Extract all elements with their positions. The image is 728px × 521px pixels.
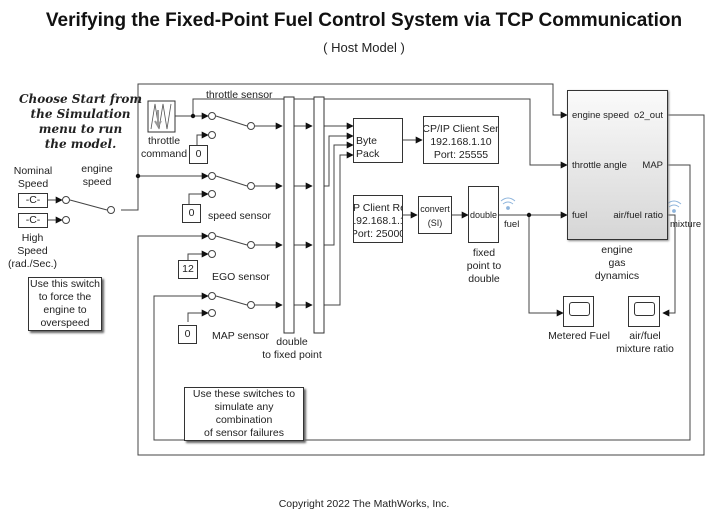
speed-sensor-switch[interactable] [206, 170, 256, 200]
map-port: MAP [642, 160, 663, 171]
map-sensor-switch[interactable] [206, 290, 256, 320]
ego-sensor-constant[interactable]: 12 [178, 260, 198, 279]
metered-fuel-label: Metered Fuel [548, 330, 610, 342]
tcp-client-send-block[interactable]: TCP/IP Client Send 192.168.1.10 Port: 25… [423, 116, 499, 164]
fuel-logging-icon [500, 197, 516, 210]
engine-speed-switch[interactable] [60, 195, 116, 217]
double-to-fixed-bar-1 [283, 96, 295, 334]
diagram-subtitle: ( Host Model ) [323, 40, 405, 55]
throttle-sensor-switch[interactable] [206, 110, 256, 140]
scope-screen-icon [569, 302, 590, 316]
fixed-point-to-double-block[interactable]: double [468, 186, 499, 243]
throttle-command-signal-builder[interactable] [148, 101, 175, 132]
mixture-ratio-scope[interactable] [628, 296, 660, 327]
throttle-command-block [147, 100, 176, 133]
double-to-fixed-bar-2 [313, 96, 325, 334]
convert-block[interactable]: convert (SI) [418, 196, 452, 234]
diagram-title: Verifying the Fixed-Point Fuel Control S… [45, 10, 683, 31]
fuel-signal-label: fuel [504, 219, 520, 230]
metered-fuel-scope[interactable] [563, 296, 594, 327]
engine-speed-port: engine speed [572, 110, 630, 121]
mixture-logging-icon [666, 200, 682, 213]
ego-sensor-label: EGO sensor [212, 271, 270, 283]
run-instructions: Choose Start from the Simulation menu to… [18, 92, 143, 151]
o2-feedback-wire [137, 114, 705, 456]
byte-pack-block[interactable]: Byte Pack [353, 118, 403, 163]
o2-out-port: o2_out [633, 110, 663, 121]
air-fuel-ratio-port: air/fuel ratio [613, 210, 663, 221]
scope-screen-icon [634, 302, 655, 316]
throttle-angle-port: throttle angle [572, 160, 627, 171]
engine-speed-wire [121, 83, 568, 211]
throttle-sensor-constant[interactable]: 0 [189, 145, 208, 164]
ego-sensor-switch[interactable] [206, 230, 256, 260]
speed-sensor-label: speed sensor [208, 210, 272, 222]
high-speed-constant[interactable]: -C- [18, 213, 48, 228]
nominal-speed-constant[interactable]: -C- [18, 193, 48, 208]
map-sensor-label: MAP sensor [212, 330, 269, 342]
throttle-sensor-label: throttle sensor [206, 89, 273, 101]
map-sensor-constant[interactable]: 0 [178, 325, 197, 344]
tcp-client-receive-block[interactable]: IP Client Re 192.168.1.1 Port: 25000 [353, 195, 403, 243]
map-feedback-wire [153, 164, 691, 441]
copyright-notice: Copyright 2022 The MathWorks, Inc. [278, 498, 450, 510]
fuel-port: fuel [572, 210, 588, 221]
engine-gas-dynamics-block[interactable]: engine speed throttle angle fuel o2_out … [567, 90, 668, 240]
speed-sensor-constant[interactable]: 0 [182, 204, 201, 223]
mixture-signal-label: mixture [670, 219, 702, 230]
